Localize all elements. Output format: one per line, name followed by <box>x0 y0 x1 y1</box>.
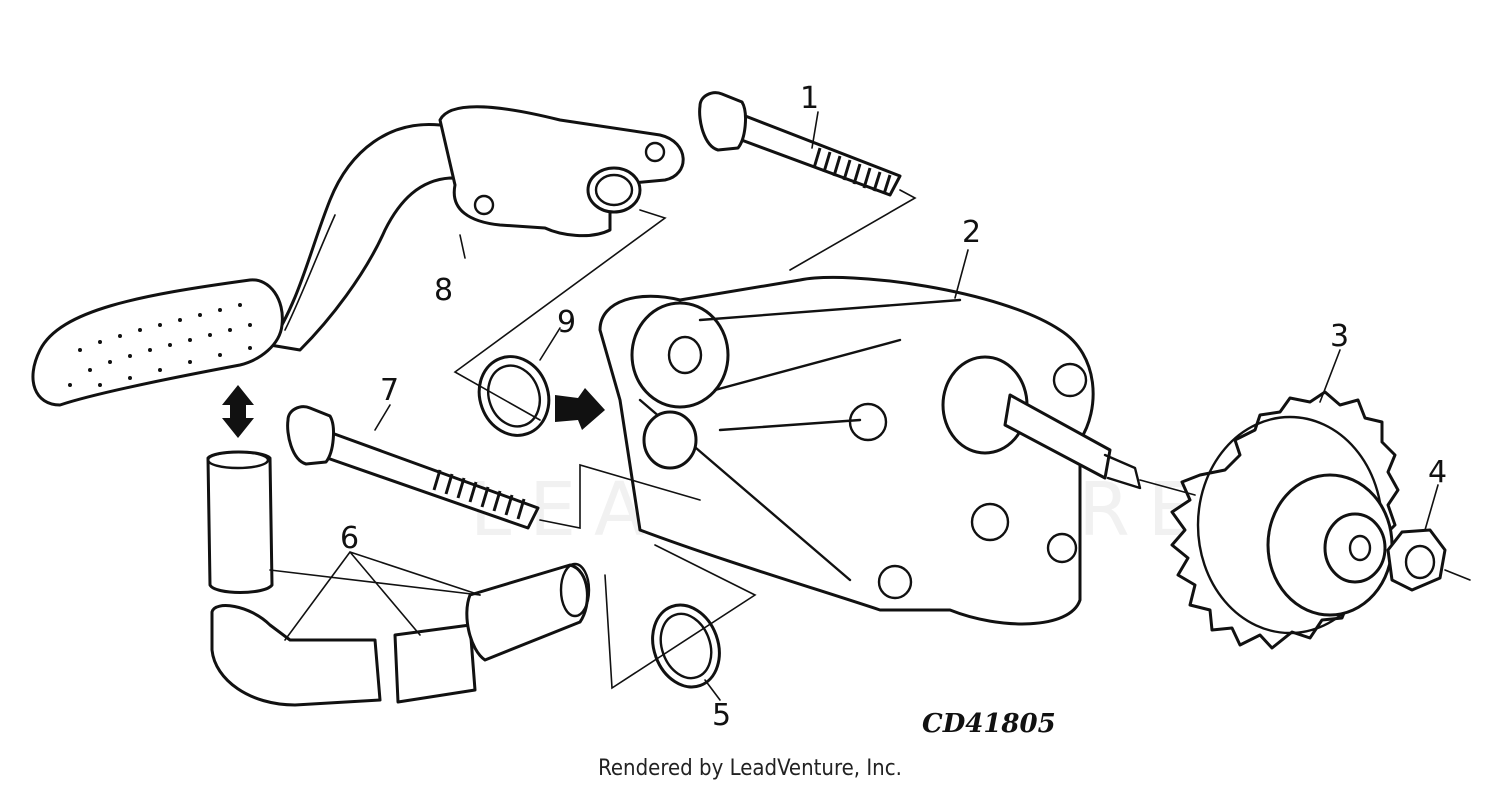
o-ring-5 <box>651 603 721 689</box>
leader-lines <box>269 111 1471 701</box>
credit-text: Rendered by LeadVenture, Inc. <box>598 756 902 781</box>
callout-9: 9 <box>557 305 576 340</box>
callout-5: 5 <box>712 698 731 733</box>
o-ring-9 <box>477 355 551 437</box>
callout-8: 8 <box>434 273 453 308</box>
pickup-flange <box>438 105 685 238</box>
oil-strainer-screen <box>31 278 284 407</box>
flow-arrow-up <box>222 385 254 438</box>
hex-nut <box>1386 528 1447 592</box>
callout-6: 6 <box>340 521 359 556</box>
callout-3: 3 <box>1330 319 1349 354</box>
oil-tubes <box>206 450 591 707</box>
pump-drive-gear <box>1170 390 1400 650</box>
callout-2: 2 <box>962 215 981 250</box>
callout-7: 7 <box>380 373 399 408</box>
callout-1: 1 <box>800 81 819 116</box>
flow-arrow-right <box>555 388 605 430</box>
drawing-id: CD41805 <box>922 709 1056 739</box>
cap-screw-1 <box>698 91 902 197</box>
oil-pump-body <box>598 275 1142 626</box>
callout-4: 4 <box>1428 455 1447 490</box>
cap-screw-7 <box>286 405 540 530</box>
